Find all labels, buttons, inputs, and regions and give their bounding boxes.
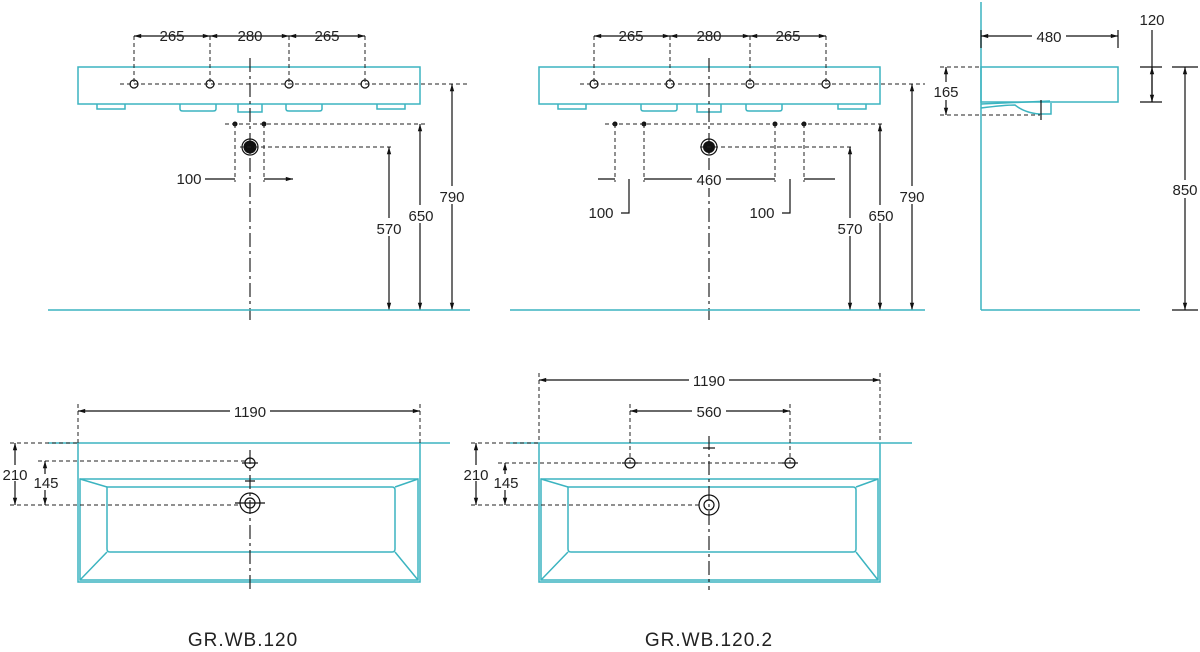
dim-height-650: 650 — [868, 208, 893, 225]
dim-drain-depth: 165 — [933, 84, 958, 101]
dim-spacing-2: 280 — [237, 28, 262, 45]
dim-spacing-1: 265 — [159, 28, 184, 45]
model-label: GR.WB.120 — [188, 630, 298, 651]
dim-spacing-1: 265 — [618, 28, 643, 45]
dim-width: 1190 — [693, 373, 725, 390]
dim-height-650: 650 — [408, 208, 433, 225]
dim-spacing-2: 280 — [696, 28, 721, 45]
dim-depth: 480 — [1036, 29, 1061, 46]
side-view: 480 165 120 850 — [930, 2, 1200, 311]
front-view-double: 265 280 265 460 100 100 570 650 790 — [510, 28, 929, 320]
dim-spacing-3: 265 — [775, 28, 800, 45]
dim-tap-offset: 100 — [176, 171, 201, 188]
dim-height-570: 570 — [837, 221, 862, 238]
top-view-double: 1190 560 210 145 GR.WB.120.2 — [460, 371, 912, 651]
dim-spacing-3: 265 — [314, 28, 339, 45]
dim-width: 1190 — [234, 404, 266, 421]
dim-hole-to-drain: 145 — [33, 475, 58, 492]
dim-hole-to-drain: 145 — [493, 475, 518, 492]
top-view-single: 1190 210 145 GR.WB.120 — [0, 402, 450, 651]
dim-height-790: 790 — [899, 189, 924, 206]
dim-wall-to-drain: 210 — [463, 467, 488, 484]
dim-height-790: 790 — [439, 189, 464, 206]
basin-feet — [96, 104, 406, 113]
model-label: GR.WB.120.2 — [645, 630, 773, 651]
dim-height-570: 570 — [376, 221, 401, 238]
front-view-single: 265 280 265 100 570 650 790 — [48, 28, 470, 320]
dim-hole-span: 560 — [696, 404, 721, 421]
dim-height: 850 — [1172, 182, 1197, 199]
dim-tap-offset-left: 100 — [588, 205, 613, 222]
dim-wall-to-drain: 210 — [2, 467, 27, 484]
basin-outline — [77, 66, 421, 105]
dim-tap-offset-right: 100 — [749, 205, 774, 222]
dim-tap-span: 460 — [696, 172, 721, 189]
dim-thickness: 120 — [1139, 12, 1164, 29]
